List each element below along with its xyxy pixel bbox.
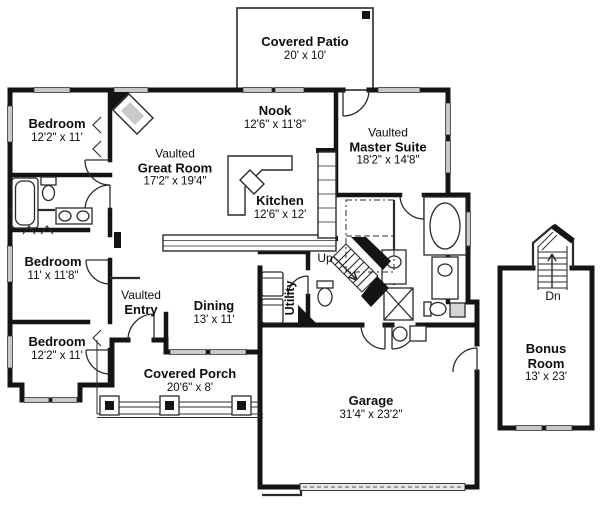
stairs-up-label: Up bbox=[317, 252, 332, 266]
room-name: Bedroom bbox=[28, 334, 86, 350]
fireplace bbox=[110, 92, 154, 135]
stairs-up bbox=[298, 237, 391, 325]
doors bbox=[84, 89, 478, 375]
room-label-covered-porch: Covered Porch 20'6" x 8' bbox=[143, 366, 237, 395]
room-name: Master Suite bbox=[349, 138, 427, 154]
stairs-down bbox=[531, 223, 575, 290]
room-label-bedroom-3: Bedroom 12'2" x 11' bbox=[28, 334, 86, 363]
room-label-great-room: Vaulted Great Room 17'2" x 19'4" bbox=[138, 147, 212, 188]
room-prefix: Vaulted bbox=[368, 125, 408, 140]
room-dims: 31'4" x 23'2" bbox=[339, 408, 403, 421]
room-label-bedroom-1: Bedroom 12'2" x 11' bbox=[28, 116, 86, 145]
master-bathroom-fixtures bbox=[345, 196, 467, 321]
room-label-utility: Utility bbox=[283, 281, 297, 316]
down-text: Dn bbox=[545, 289, 561, 304]
stairs-down-label: Dn bbox=[545, 290, 560, 304]
room-dims: 12'2" x 11' bbox=[31, 131, 83, 144]
room-dims: 13' x 23' bbox=[524, 371, 568, 384]
room-dims: 20'6" x 8' bbox=[166, 381, 214, 394]
hall-bathroom-fixtures bbox=[11, 116, 102, 347]
room-label-master-suite: Vaulted Master Suite 18'2" x 14'8" bbox=[349, 126, 426, 167]
room-dims: 11' x 11'8" bbox=[27, 269, 79, 282]
room-label-bonus-room: Bonus Room 13' x 23' bbox=[524, 340, 568, 384]
room-name: Covered Porch bbox=[143, 366, 237, 382]
room-label-entry: Vaulted Entry bbox=[121, 287, 161, 317]
room-name-line1: Bonus bbox=[525, 340, 567, 356]
windows bbox=[7, 87, 573, 431]
room-name-line2: Room bbox=[527, 355, 565, 371]
powder-room-fixtures bbox=[316, 280, 334, 307]
room-name: Bedroom bbox=[28, 116, 86, 132]
up-text: Up bbox=[317, 251, 333, 266]
room-dims: 12'6" x 11'8" bbox=[243, 118, 307, 131]
porch-columns bbox=[96, 340, 263, 418]
garage-door bbox=[299, 483, 466, 491]
room-prefix: Vaulted bbox=[155, 146, 195, 161]
room-name: Dining bbox=[193, 298, 235, 314]
garage-fixtures bbox=[392, 325, 427, 342]
room-label-dining: Dining 13' x 11' bbox=[193, 298, 235, 327]
room-dims: 20' x 10' bbox=[283, 49, 327, 62]
room-dims: 18'2" x 14'8" bbox=[356, 154, 420, 167]
room-label-covered-patio: Covered Patio 20' x 10' bbox=[261, 34, 349, 63]
room-name: Bedroom bbox=[24, 254, 82, 270]
room-dims: 17'2" x 19'4" bbox=[143, 175, 207, 188]
room-name: Entry bbox=[124, 301, 158, 317]
room-name: Kitchen bbox=[256, 193, 304, 209]
room-name: Utility bbox=[283, 280, 297, 316]
room-dims: 12'6" x 12' bbox=[253, 208, 307, 221]
room-name: Nook bbox=[258, 103, 292, 119]
room-label-bedroom-2: Bedroom 11' x 11'8" bbox=[24, 254, 82, 283]
kitchen-fixtures bbox=[162, 151, 337, 252]
room-name: Garage bbox=[348, 393, 394, 409]
laundry-fixtures bbox=[261, 271, 284, 324]
room-label-kitchen: Kitchen 12'6" x 12' bbox=[253, 193, 307, 222]
room-name: Great Room bbox=[137, 159, 213, 175]
room-prefix: Vaulted bbox=[121, 287, 161, 302]
room-label-nook: Nook 12'6" x 11'8" bbox=[243, 103, 307, 132]
room-name: Covered Patio bbox=[261, 34, 349, 50]
room-dims: 13' x 11' bbox=[193, 313, 235, 326]
room-label-garage: Garage 31'4" x 23'2" bbox=[339, 393, 403, 422]
room-dims: 12'2" x 11' bbox=[31, 349, 83, 362]
